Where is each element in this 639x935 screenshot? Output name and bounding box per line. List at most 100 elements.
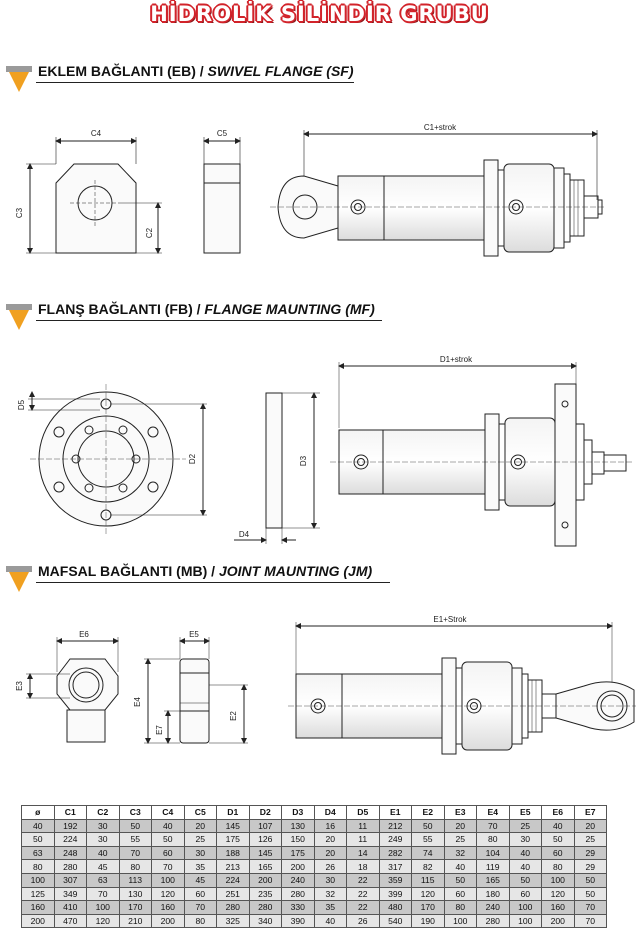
table-cell: 40 — [313, 913, 347, 929]
column-header: E5 — [508, 805, 542, 820]
table-cell: 30 — [86, 818, 120, 834]
dim-d5: D5 — [17, 399, 26, 410]
table-cell: 280 — [476, 913, 510, 929]
table-cell: 200 — [248, 872, 282, 888]
table-cell: 30 — [86, 832, 120, 847]
table-cell: 100 — [151, 872, 185, 888]
table-cell: 11 — [346, 832, 380, 847]
table-cell: 40 — [86, 845, 120, 861]
table-cell: 280 — [281, 886, 315, 902]
table-cell: 190 — [411, 913, 445, 929]
table-cell: 60 — [541, 845, 575, 861]
table-cell: 70 — [151, 859, 185, 874]
table-cell: 399 — [378, 886, 412, 902]
table-cell: 100 — [541, 872, 575, 888]
table-cell: 104 — [476, 845, 510, 861]
table-cell: 40 — [508, 845, 542, 861]
table-cell: 70 — [476, 818, 510, 834]
table-cell: 340 — [248, 913, 282, 929]
table-cell: 11 — [346, 818, 380, 834]
table-cell: 50 — [541, 832, 575, 847]
table-cell: 210 — [118, 913, 152, 929]
table-cell: 100 — [508, 913, 542, 929]
table-cell: 35 — [183, 859, 217, 874]
table-cell: 50 — [573, 886, 607, 902]
table-cell: 165 — [476, 872, 510, 888]
column-header: C5 — [183, 805, 217, 820]
table-cell: 50 — [21, 832, 55, 847]
column-header: E7 — [573, 805, 607, 820]
table-cell: 20 — [313, 832, 347, 847]
table-cell: 100 — [86, 900, 120, 915]
table-cell: 16 — [313, 818, 347, 834]
section-joint-mounting: MAFSAL BAĞLANTI (MB) / JOINT MAUNTING (J… — [0, 560, 639, 600]
flange-front-view — [28, 384, 207, 534]
table-cell: 25 — [508, 818, 542, 834]
table-cell: 540 — [378, 913, 412, 929]
table-cell: 29 — [573, 859, 607, 874]
dim-c2: C2 — [145, 227, 154, 238]
dim-c1: C1+strok — [424, 123, 457, 132]
table-cell: 40 — [151, 818, 185, 834]
table-cell: 45 — [86, 859, 120, 874]
table-cell: 22 — [346, 886, 380, 902]
table-cell: 80 — [476, 832, 510, 847]
table-cell: 26 — [346, 913, 380, 929]
section-heading: MAFSAL BAĞLANTI (MB) / JOINT MAUNTING (J… — [38, 563, 373, 579]
table-cell: 251 — [216, 886, 250, 902]
table-cell: 22 — [346, 872, 380, 888]
table-cell: 40 — [21, 818, 55, 834]
table-cell: 240 — [281, 872, 315, 888]
table-cell: 248 — [53, 845, 87, 861]
table-cell: 130 — [118, 886, 152, 902]
table-cell: 100 — [443, 913, 477, 929]
joint-cylinder — [288, 622, 636, 755]
table-cell: 213 — [216, 859, 250, 874]
dim-e6: E6 — [79, 630, 89, 639]
table-cell: 63 — [86, 872, 120, 888]
table-cell: 126 — [248, 832, 282, 847]
table-cell: 60 — [151, 845, 185, 861]
dim-c5: C5 — [217, 129, 228, 138]
table-cell: 160 — [21, 900, 55, 915]
table-cell: 45 — [183, 872, 217, 888]
table-cell: 70 — [183, 900, 217, 915]
column-header: C2 — [86, 805, 120, 820]
column-header: C4 — [151, 805, 185, 820]
swivel-flange-front-view — [26, 137, 162, 254]
joint-side-view — [144, 637, 248, 744]
table-cell: 125 — [21, 886, 55, 902]
table-cell: 470 — [53, 913, 87, 929]
table-cell: 115 — [411, 872, 445, 888]
table-cell: 325 — [216, 913, 250, 929]
table-cell: 22 — [346, 900, 380, 915]
table-cell: 249 — [378, 832, 412, 847]
section-heading: EKLEM BAĞLANTI (EB) / SWIVEL FLANGE (SF) — [38, 63, 354, 79]
column-header: ø — [21, 805, 55, 820]
dim-c3: C3 — [15, 207, 24, 218]
table-cell: 70 — [573, 900, 607, 915]
table-cell: 18 — [346, 859, 380, 874]
table-cell: 20 — [443, 818, 477, 834]
table-cell: 60 — [183, 886, 217, 902]
table-cell: 119 — [476, 859, 510, 874]
table-cell: 107 — [248, 818, 282, 834]
table-cell: 14 — [346, 845, 380, 861]
table-cell: 80 — [443, 900, 477, 915]
table-cell: 170 — [118, 900, 152, 915]
table-cell: 280 — [248, 900, 282, 915]
dim-e4: E4 — [133, 697, 142, 707]
column-header: D3 — [281, 805, 315, 820]
table-cell: 212 — [378, 818, 412, 834]
table-cell: 70 — [118, 845, 152, 861]
joint-front-view — [26, 637, 119, 743]
table-cell: 280 — [216, 900, 250, 915]
table-cell: 70 — [86, 886, 120, 902]
table-cell: 32 — [443, 845, 477, 861]
table-cell: 30 — [313, 872, 347, 888]
